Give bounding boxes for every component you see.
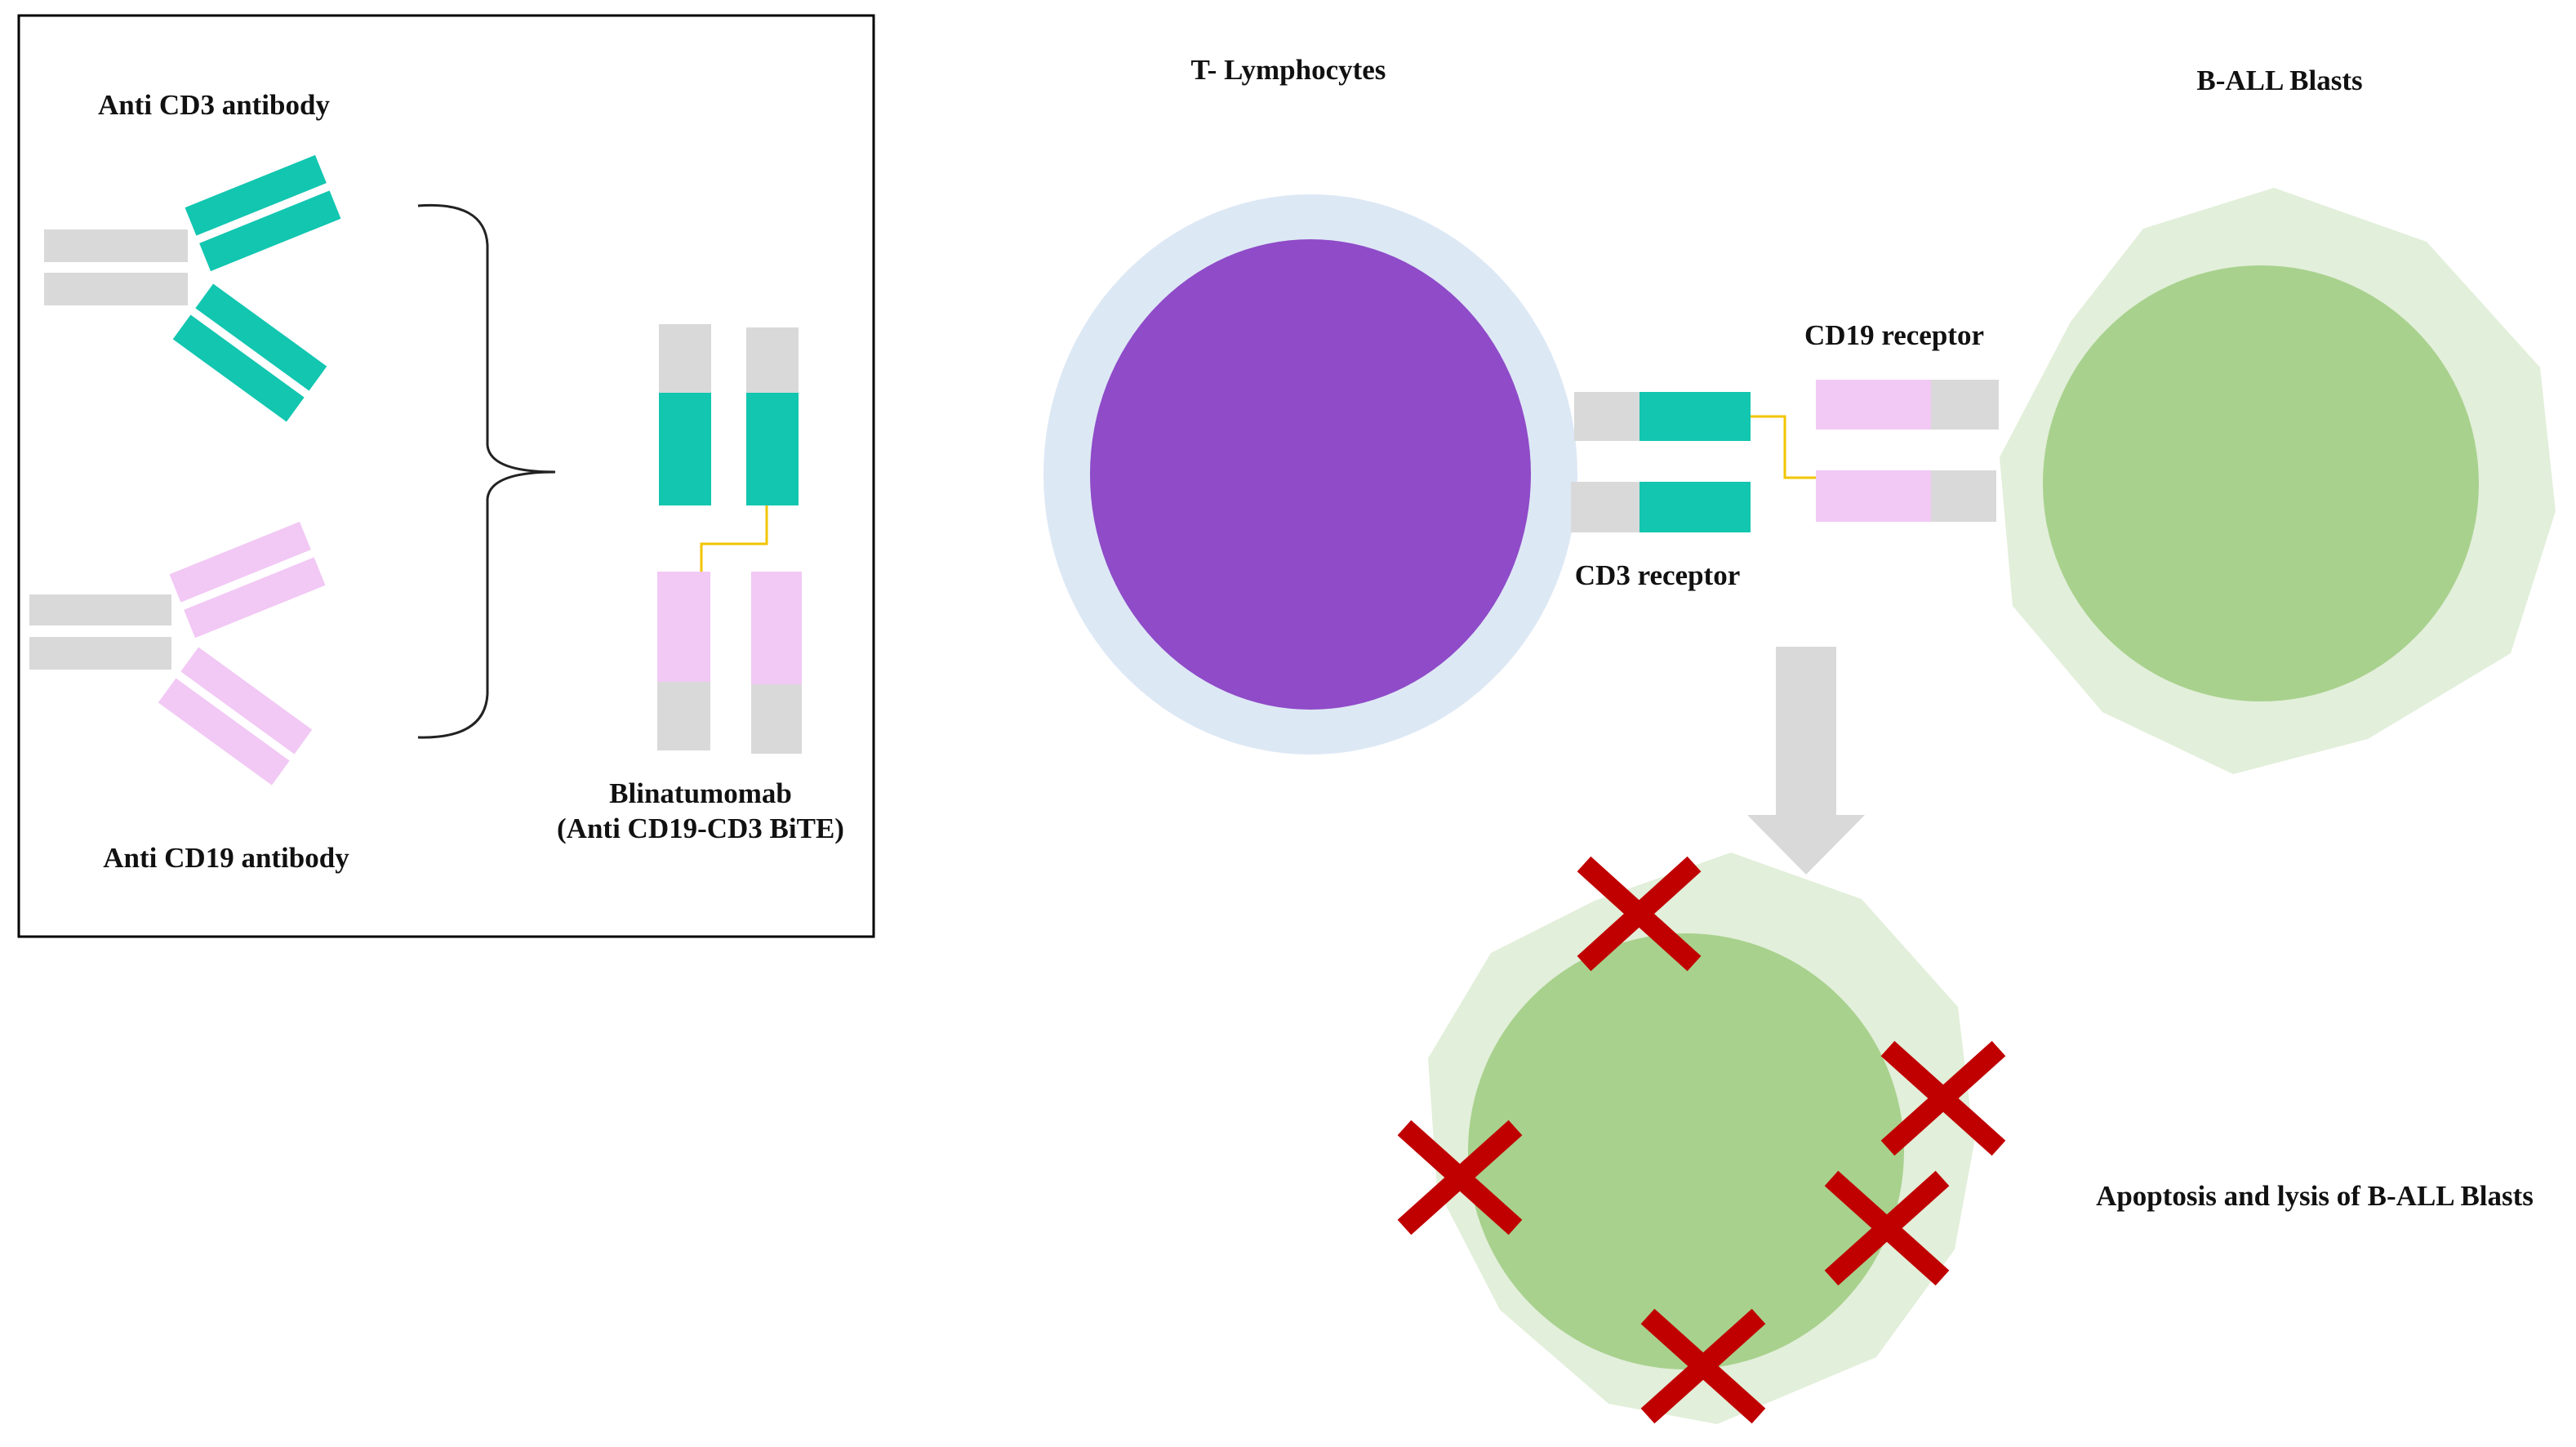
cd3-receptor-bottom-teal xyxy=(1639,482,1751,532)
cd19-receptor-bottom-pink xyxy=(1816,470,1931,522)
t-cell-nucleus xyxy=(1090,239,1531,710)
bite-cd19-left-pink xyxy=(657,572,710,682)
cd3-receptor-top-teal xyxy=(1639,392,1751,441)
cd3-ab-stem-top xyxy=(44,229,188,262)
bite-cd3-left-teal xyxy=(659,393,711,505)
cd19-receptor-top-gray xyxy=(1931,380,1999,430)
lysis-x-icon xyxy=(1824,1170,1950,1286)
bridge-linker xyxy=(1751,415,1816,479)
blinatumomab-bite xyxy=(657,324,802,754)
anti-cd19-antibody-label: Anti CD19 antibody xyxy=(103,842,349,874)
bite-cd19-right-gray xyxy=(751,684,802,754)
antibody-panel-frame xyxy=(17,14,875,938)
bite-bridge xyxy=(1571,380,1999,532)
cd3-ab-stem-bottom xyxy=(44,273,188,305)
combine-brace xyxy=(417,203,556,739)
blinatumomab-label: Blinatumomab xyxy=(609,777,792,809)
blinatumomab-subtitle-label: (Anti CD19-CD3 BiTE) xyxy=(557,813,844,844)
cd19-receptor-label: CD19 receptor xyxy=(1804,319,1984,351)
cd19-receptor-bottom-gray xyxy=(1931,470,1996,522)
result-down-arrow xyxy=(1747,647,1865,875)
lysis-x-icon xyxy=(1577,856,1702,972)
anti-cd3-antibody-label: Anti CD3 antibody xyxy=(98,89,330,121)
blast-nucleus xyxy=(2043,265,2479,701)
cd19-ab-stem-top xyxy=(29,594,171,626)
t-lymphocyte-cell xyxy=(1043,194,1577,755)
bite-linker xyxy=(700,505,768,572)
cd3-receptor-top-gray xyxy=(1574,392,1639,441)
cd19-ab-upper-arm xyxy=(169,521,326,639)
b-all-blasts-label: B-ALL Blasts xyxy=(2196,65,2362,96)
anti-cd19-antibody xyxy=(29,521,326,786)
cd19-receptor-top-pink xyxy=(1816,380,1931,430)
bite-cd3-right-gray xyxy=(746,327,799,393)
anti-cd3-antibody xyxy=(44,154,341,422)
bite-cd19-right-pink xyxy=(751,572,802,684)
bite-cd19-left-gray xyxy=(657,682,710,750)
lysis-x-icon xyxy=(1397,1120,1523,1236)
cd3-ab-upper-arm xyxy=(185,154,341,272)
apoptosis-label: Apoptosis and lysis of B-ALL Blasts xyxy=(2096,1180,2534,1212)
cd3-receptor-bottom-gray xyxy=(1571,482,1639,532)
lysis-x-icon xyxy=(1880,1040,2006,1156)
apoptotic-nucleus xyxy=(1468,933,1904,1369)
lysis-x-icon xyxy=(1640,1308,1766,1424)
cd3-ab-lower-arm xyxy=(172,283,327,422)
cd19-ab-lower-arm xyxy=(158,647,313,786)
bite-cd3-left-gray xyxy=(659,324,711,393)
apoptotic-blast-cell xyxy=(1397,853,2006,1424)
cd3-receptor-label: CD3 receptor xyxy=(1575,559,1740,591)
b-all-blast-cell xyxy=(2000,188,2556,774)
cd19-ab-stem-bottom xyxy=(29,637,171,670)
t-lymphocytes-label: T- Lymphocytes xyxy=(1191,54,1386,86)
bite-cd3-right-teal xyxy=(746,393,799,505)
